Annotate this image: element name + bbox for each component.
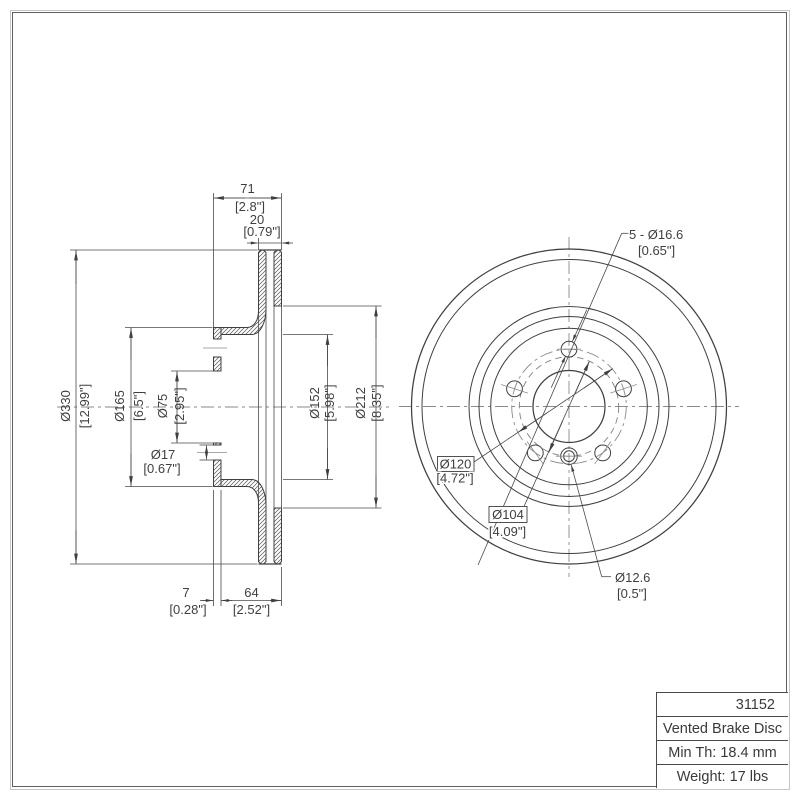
dim-flange-thickness-inch: [0.28"] [169, 602, 206, 617]
part-description: Vented Brake Disc [657, 717, 788, 741]
dim-set-screw-circle-inch: [4.09"] [489, 524, 526, 539]
dim-band-width-mm: 20 [250, 212, 264, 227]
dim-bolt-circle-mm: Ø120 [440, 457, 472, 472]
dim-overall-width-mm: 71 [240, 181, 254, 196]
part-info-table: 31152 Vented Brake Disc Min Th: 18.4 mm … [656, 692, 788, 788]
dim-hat-depth-inch: [2.52"] [233, 602, 270, 617]
set-screw-circle-label-box [488, 506, 528, 523]
dim-set-screw-hole-inch: [0.5"] [617, 586, 647, 601]
disc-outer-edge [410, 248, 728, 565]
dim-set-screw-circle-mm: Ø104 [492, 507, 524, 522]
part-weight: Weight: 17 lbs [676, 768, 769, 785]
dim-band-inner-diameter-inch: [8.35"] [369, 384, 384, 421]
bolt-circle-label-box [437, 456, 475, 472]
section-material [213, 249, 282, 565]
section-labels: 71 [2.8"] 20 [0.79"] Ø330 [12.99"] Ø165 … [58, 181, 384, 617]
section-dimensions [70, 193, 382, 606]
front-labels: 5 - Ø16.6 [0.65"] Ø120 [4.72"] Ø104 [4.0… [435, 226, 685, 603]
set-screw-hole [556, 447, 582, 466]
hat-fillet-edge [478, 316, 660, 497]
section-view: 71 [2.8"] 20 [0.79"] Ø330 [12.99"] Ø165 … [57, 181, 390, 617]
dim-wheel-bolt-holes-mm: 5 - Ø16.6 [629, 227, 683, 242]
dim-hat-depth-mm: 64 [244, 585, 258, 600]
dim-bore-diameter-inch: [2.95"] [172, 387, 187, 424]
hat-outer-edge [490, 327, 648, 486]
band-inner-edge [468, 306, 670, 507]
dim-bore-diameter-mm: Ø75 [155, 394, 170, 419]
dim-bolt-hole-inch: [0.67"] [143, 461, 180, 476]
dim-wheel-bolt-holes-inch: [0.65"] [638, 243, 675, 258]
dim-hat-inner-diameter-inch: [5.98"] [322, 384, 337, 421]
dim-bolt-circle-inch: [4.72"] [436, 471, 473, 486]
dim-overall-width-inch: [2.8"] [235, 199, 265, 214]
wheel-bolt-holes [501, 340, 637, 465]
part-number: 31152 [657, 693, 788, 717]
disc-outer-chamfer [421, 259, 717, 554]
min-thickness: Min Th: 18.4 mm [657, 741, 788, 765]
dim-band-width-inch: [0.79"] [243, 224, 280, 239]
page-border-inner [12, 12, 787, 787]
dim-flange-thickness-mm: 7 [182, 585, 189, 600]
dim-bolt-hole-mm: Ø17 [151, 447, 176, 462]
dim-hat-outer-diameter-inch: [6.5"] [131, 391, 146, 421]
page-border-outer [10, 10, 790, 790]
dim-hat-inner-diameter-mm: Ø152 [307, 387, 322, 419]
dim-outer-diameter-mm: Ø330 [58, 390, 73, 422]
front-view: 5 - Ø16.6 [0.65"] Ø120 [4.72"] Ø104 [4.0… [399, 226, 739, 603]
dim-band-inner-diameter-mm: Ø212 [353, 387, 368, 419]
center-bore [532, 369, 606, 444]
dim-set-screw-hole-mm: Ø12.6 [615, 570, 650, 585]
dim-outer-diameter-inch: [12.99"] [77, 384, 92, 428]
dim-hat-outer-diameter-mm: Ø165 [112, 390, 127, 422]
